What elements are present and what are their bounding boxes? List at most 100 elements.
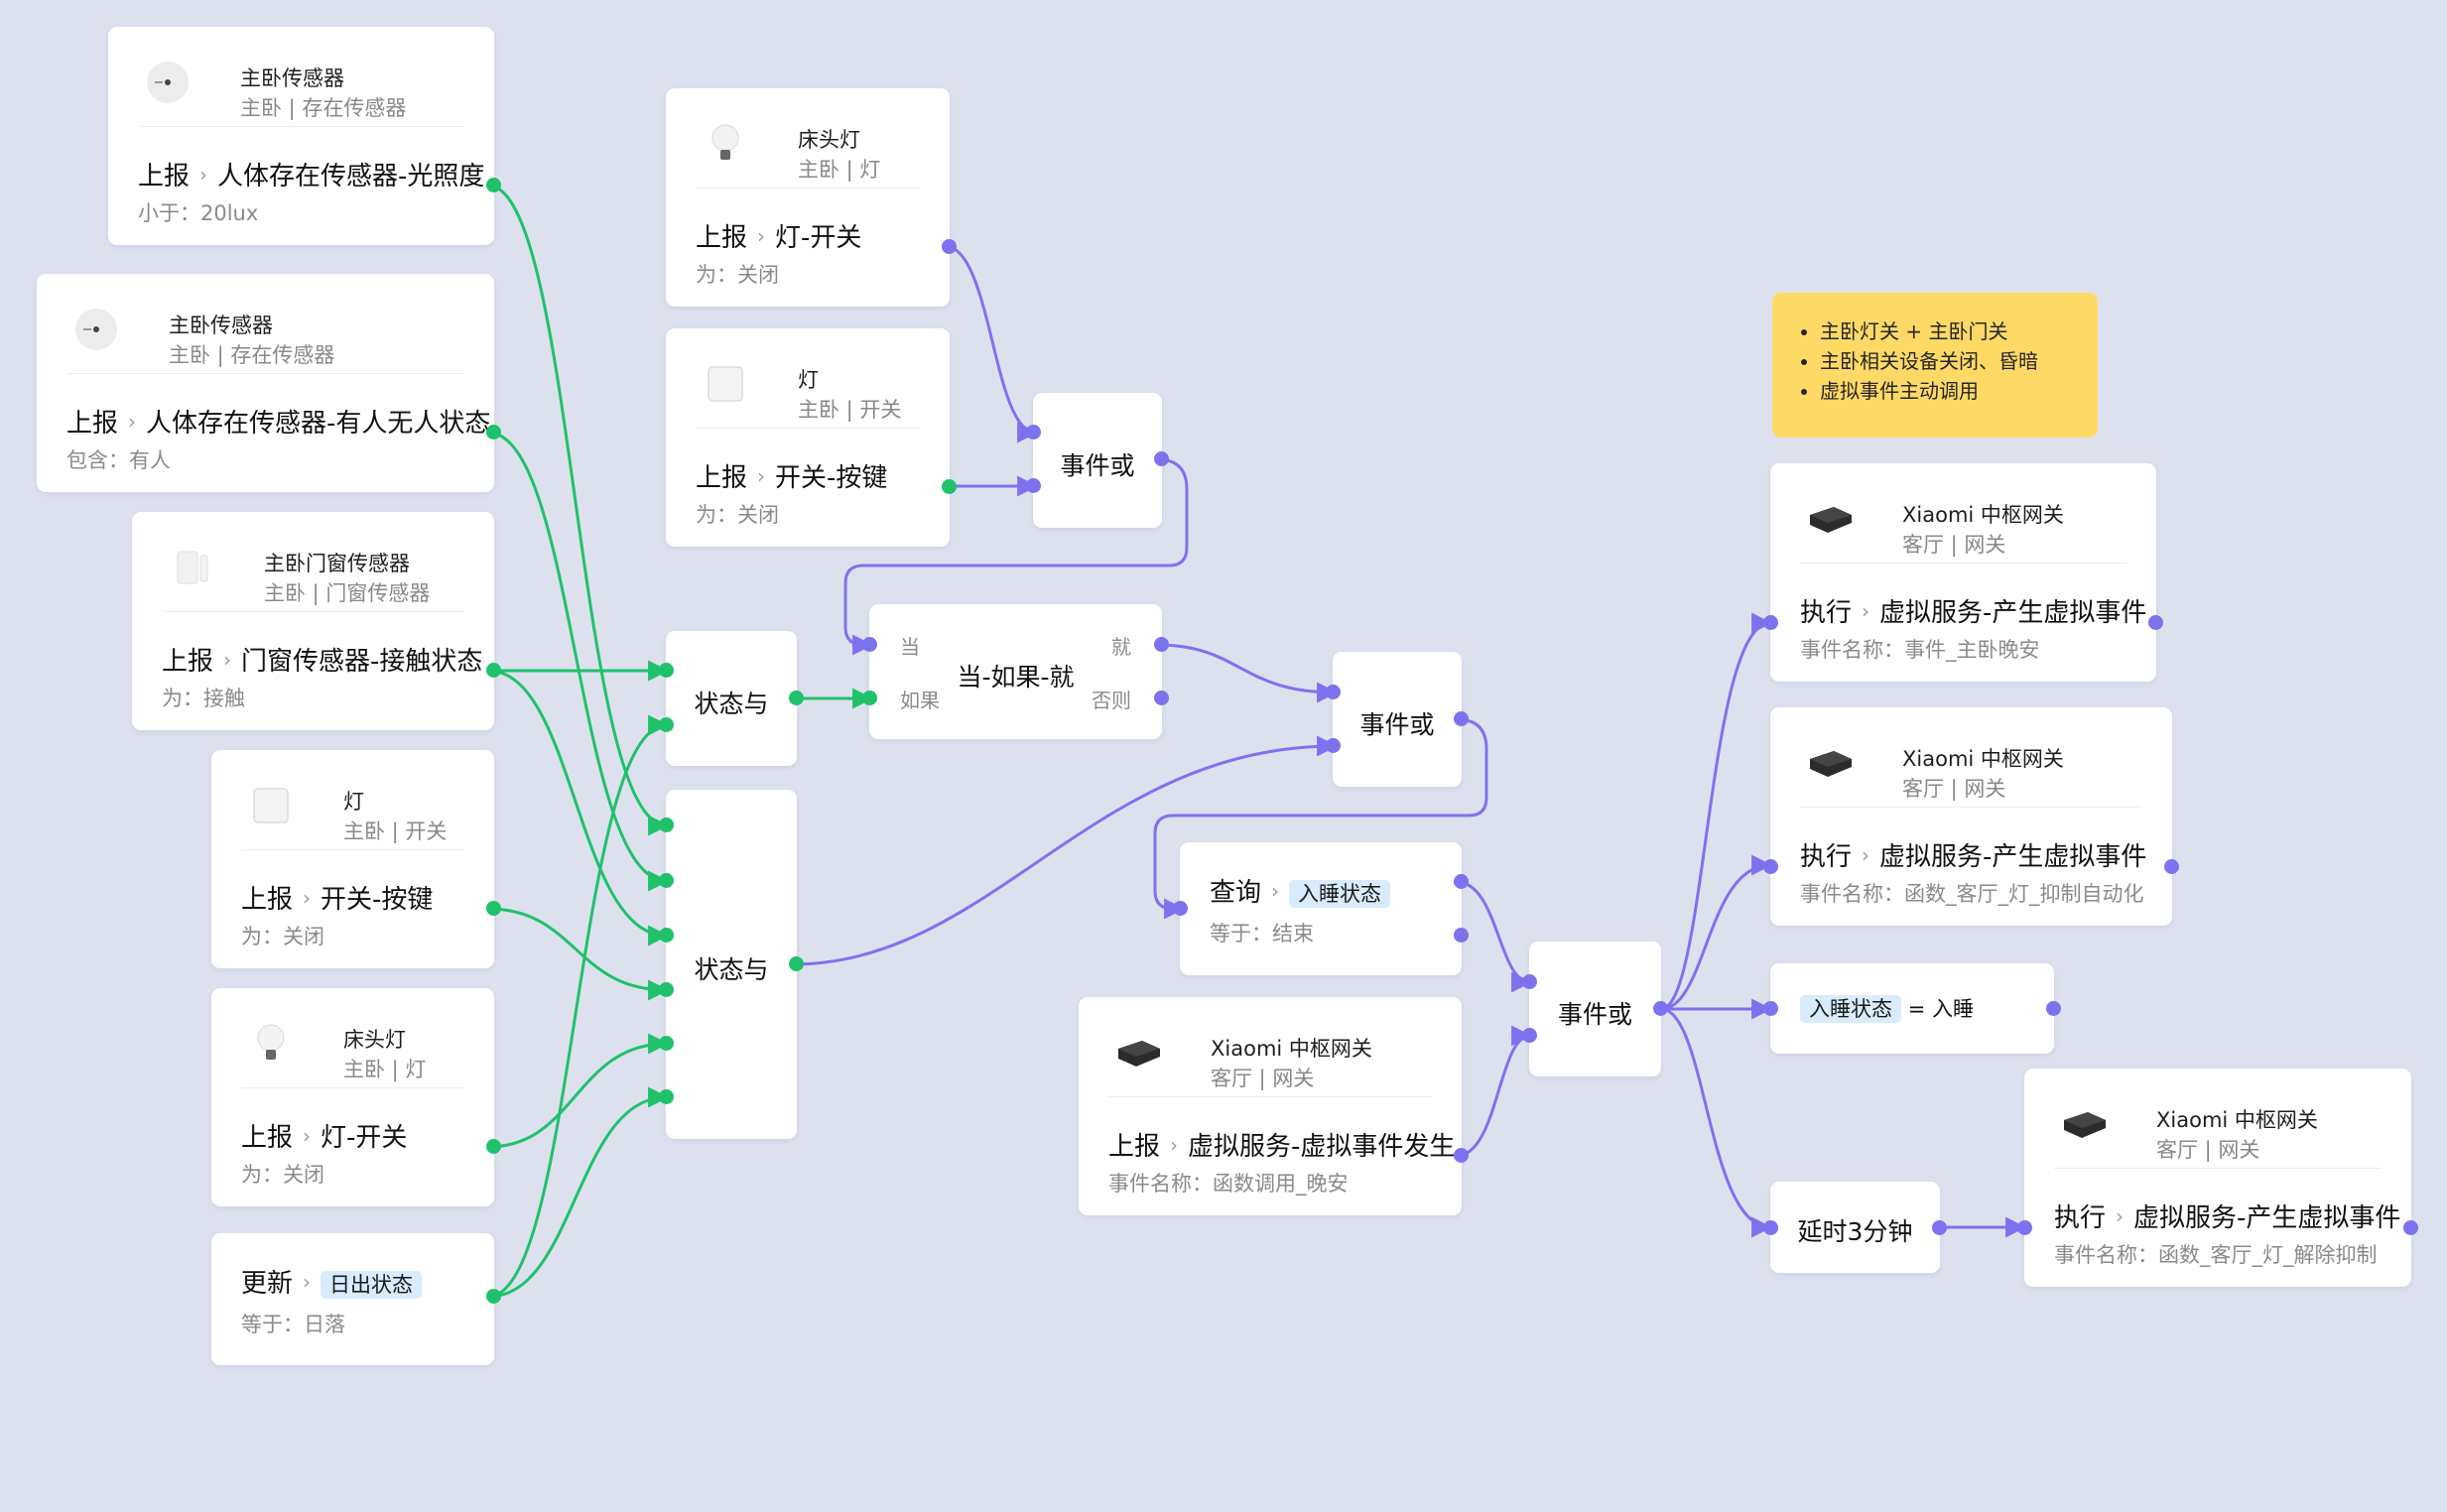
input-port[interactable] — [2017, 1220, 2032, 1235]
delay-node-3-minutes[interactable]: 延时3分钟 — [1763, 1182, 1947, 1273]
input-port[interactable] — [1326, 685, 1341, 699]
output-port[interactable] — [2403, 1220, 2418, 1235]
input-port[interactable] — [1026, 425, 1041, 440]
door-sensor-icon — [177, 551, 208, 584]
action-line: 执行›虚拟服务-产生虚拟事件 — [1800, 842, 2147, 872]
action-node-set-sleep-state[interactable]: 入睡状态 = 入睡 — [1763, 963, 2061, 1054]
device-header: 主卧传感器 主卧 | 存在传感器 — [66, 296, 464, 374]
device-header: Xiaomi 中枢网关 客厅 | 网关 — [2054, 1090, 2382, 1169]
wire — [487, 184, 670, 836]
input-port[interactable] — [1763, 1001, 1778, 1016]
gateway-icon — [1118, 1041, 1160, 1067]
output-port[interactable] — [486, 663, 501, 678]
if-input-port[interactable] — [862, 691, 877, 705]
wall-switch-icon — [253, 788, 289, 823]
input-port[interactable] — [1763, 859, 1778, 874]
gate-state-and-1[interactable]: 状态与 — [659, 631, 804, 766]
device-name: 主卧传感器 — [240, 66, 344, 90]
else-label: 否则 — [1092, 689, 1131, 712]
trigger-node-switch[interactable]: 灯 主卧 | 开关 上报›开关-按键 为：关闭 — [211, 750, 501, 968]
input-port[interactable] — [1173, 901, 1188, 916]
input-port[interactable] — [659, 873, 674, 888]
action-line: 上报›开关-按键 — [696, 463, 888, 493]
wire — [487, 1086, 670, 1299]
trigger-node-presence-illuminance[interactable]: 主卧传感器 主卧 | 存在传感器 上报›人体存在传感器-光照度 小于：20lux — [108, 27, 501, 245]
input-port[interactable] — [1522, 1028, 1537, 1043]
trigger-node-switch-top[interactable]: 灯 主卧 | 开关 上报›开关-按键 为：关闭 — [666, 328, 957, 547]
action-node-gateway-event-unsuppress[interactable]: Xiaomi 中枢网关 客厅 | 网关 执行›虚拟服务-产生虚拟事件 事件名称：… — [2017, 1069, 2418, 1287]
query-node-sleep-state[interactable]: 查询›入睡状态 等于：结束 — [1173, 842, 1469, 975]
chevron-right-icon: › — [757, 224, 766, 248]
trigger-node-presence-occupancy[interactable]: 主卧传感器 主卧 | 存在传感器 上报›人体存在传感器-有人无人状态 包含：有人 — [37, 274, 501, 492]
output-port[interactable] — [2046, 1001, 2061, 1016]
action-node-gateway-event-suppress[interactable]: Xiaomi 中枢网关 客厅 | 网关 执行›虚拟服务-产生虚拟事件 事件名称：… — [1763, 707, 2179, 926]
gate-label: 事件或 — [1060, 451, 1135, 480]
output-port[interactable] — [486, 178, 501, 192]
output-port[interactable] — [1454, 874, 1469, 889]
output-port[interactable] — [1932, 1220, 1947, 1235]
output-port[interactable] — [789, 956, 804, 971]
note-item: 主卧灯关 + 主卧门关 — [1820, 316, 2098, 346]
wire — [1456, 1025, 1533, 1158]
device-header: Xiaomi 中枢网关 客厅 | 网关 — [1800, 485, 2126, 564]
device-name: Xiaomi 中枢网关 — [1902, 503, 2064, 527]
gate-event-or-2[interactable]: 事件或 — [1326, 652, 1469, 787]
condition-text: 事件名称：函数调用_晚安 — [1108, 1172, 1349, 1196]
chevron-right-icon: › — [303, 1270, 312, 1294]
input-port[interactable] — [659, 818, 674, 832]
output-port[interactable] — [1454, 928, 1469, 943]
input-port[interactable] — [659, 982, 674, 997]
chevron-right-icon: › — [1271, 879, 1280, 903]
output-port[interactable] — [942, 239, 957, 254]
when-input-port[interactable] — [862, 637, 877, 652]
chevron-right-icon: › — [757, 464, 766, 488]
trigger-node-bedside-lamp-top[interactable]: 床头灯 主卧 | 灯 上报›灯-开关 为：关闭 — [666, 88, 957, 307]
trigger-node-bedside-lamp[interactable]: 床头灯 主卧 | 灯 上报›灯-开关 为：关闭 — [211, 988, 501, 1206]
input-port[interactable] — [659, 928, 674, 943]
output-port[interactable] — [1154, 451, 1169, 466]
output-port[interactable] — [2148, 615, 2163, 630]
device-name: Xiaomi 中枢网关 — [1211, 1037, 1372, 1061]
output-port[interactable] — [486, 1289, 501, 1304]
input-port[interactable] — [1763, 615, 1778, 630]
trigger-node-sunset[interactable]: 更新›日出状态 等于：日落 — [211, 1233, 501, 1365]
action-node-gateway-event-bedroom[interactable]: Xiaomi 中枢网关 客厅 | 网关 执行›虚拟服务-产生虚拟事件 事件名称：… — [1763, 463, 2163, 682]
input-port[interactable] — [1522, 974, 1537, 989]
input-port[interactable] — [1026, 478, 1041, 493]
gate-event-or-1[interactable]: 事件或 — [1026, 393, 1169, 528]
output-port[interactable] — [942, 479, 957, 494]
output-port[interactable] — [486, 1139, 501, 1154]
condition-text: 为：关闭 — [696, 263, 779, 287]
gate-label: 状态与 — [694, 955, 769, 984]
gate-when-if-then[interactable]: 当-如果-就 当 如果 就 否则 — [862, 604, 1169, 739]
device-location: 主卧 | 灯 — [798, 158, 881, 182]
output-port[interactable] — [1454, 1148, 1469, 1163]
gateway-icon — [1810, 507, 1852, 533]
trigger-node-door-sensor[interactable]: 主卧门窗传感器 主卧 | 门窗传感器 上报›门窗传感器-接触状态 为：接触 — [132, 512, 501, 730]
input-port[interactable] — [1763, 1220, 1778, 1235]
wire — [487, 907, 670, 1001]
output-port[interactable] — [2164, 859, 2179, 874]
input-port[interactable] — [659, 717, 674, 732]
device-name: 床头灯 — [343, 1028, 406, 1052]
device-header: Xiaomi 中枢网关 客厅 | 网关 — [1800, 729, 2142, 808]
gate-state-and-2[interactable]: 状态与 — [659, 790, 804, 1139]
trigger-node-gateway-virtual-event[interactable]: Xiaomi 中枢网关 客厅 | 网关 上报›虚拟服务-虚拟事件发生 事件名称：… — [1079, 997, 1469, 1215]
chevron-right-icon: › — [1862, 843, 1870, 867]
else-output-port[interactable] — [1154, 691, 1169, 705]
input-port[interactable] — [659, 663, 674, 678]
device-location: 主卧 | 灯 — [343, 1058, 427, 1081]
output-port[interactable] — [789, 691, 804, 705]
output-port[interactable] — [1653, 1001, 1668, 1016]
output-port[interactable] — [1454, 711, 1469, 726]
input-port[interactable] — [1326, 738, 1341, 753]
chevron-right-icon: › — [303, 886, 312, 910]
input-port[interactable] — [659, 1089, 674, 1104]
then-output-port[interactable] — [1154, 637, 1169, 652]
output-port[interactable] — [486, 425, 501, 440]
gate-event-or-3[interactable]: 事件或 — [1522, 942, 1668, 1076]
state-tag: 入睡状态 — [1800, 995, 1901, 1023]
output-port[interactable] — [486, 901, 501, 916]
input-port[interactable] — [659, 1036, 674, 1051]
